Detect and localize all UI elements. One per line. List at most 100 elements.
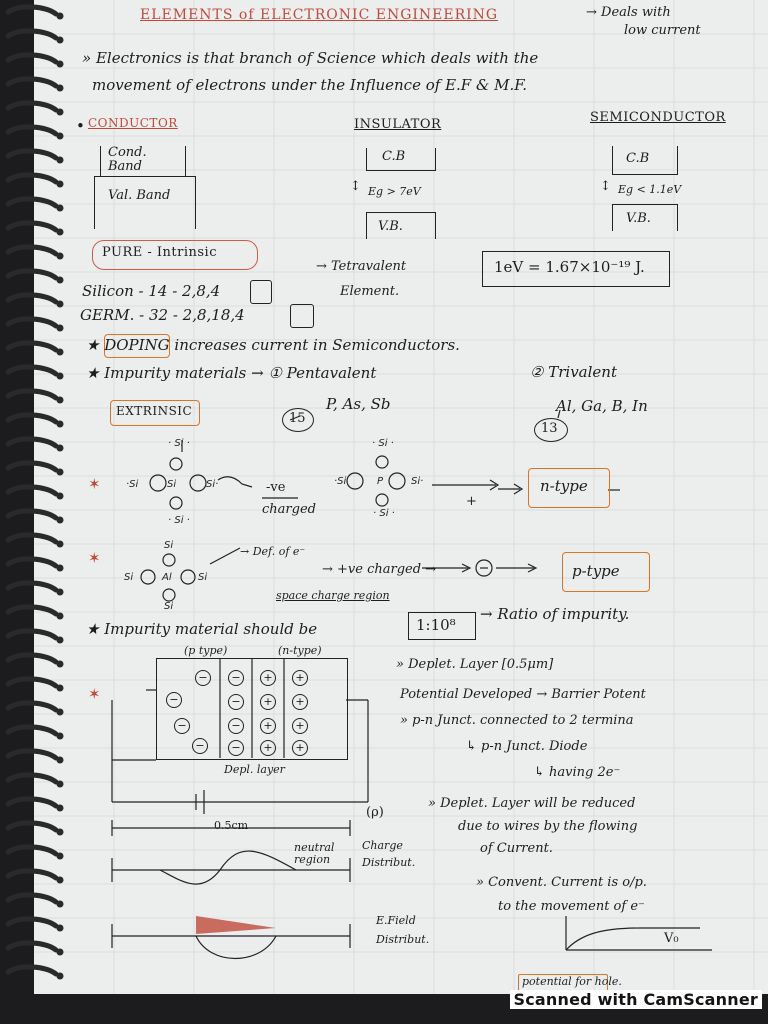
charged-label: charged <box>262 502 316 517</box>
insulator-arrow: ↕ <box>350 179 361 194</box>
germanium-valence-box <box>290 304 314 328</box>
spiral-hole <box>56 924 64 932</box>
spiral-hole <box>56 756 64 764</box>
spiral-hole <box>56 876 64 884</box>
note-conventional: » Convent. Current is o/p. <box>476 875 647 890</box>
spiral-hole <box>56 780 64 788</box>
spiral-hole <box>56 36 64 44</box>
spiral-ring <box>5 532 59 545</box>
spiral-ring <box>5 508 59 521</box>
note-pn-3: ↳ having 2e⁻ <box>534 765 621 780</box>
cond-band-label: Cond. Band <box>108 145 147 175</box>
spiral-hole <box>56 516 64 524</box>
space-charge-label: space charge region <box>276 589 390 602</box>
spiral-ring <box>5 820 59 833</box>
svg-text:· Si ·: · Si · <box>168 438 190 449</box>
trivalent-label: ② Trivalent <box>530 363 617 381</box>
note-potential: Potential Developed → Barrier Potent <box>400 687 646 702</box>
spiral-ring <box>5 220 59 233</box>
svg-text:·Si: ·Si <box>334 476 347 487</box>
spiral-ring <box>5 772 59 785</box>
ratio-line: ★ Impurity material should be <box>86 620 318 638</box>
depletion-layer-label: Depl. layer <box>224 763 285 776</box>
semi-vb-label: V.B. <box>626 211 651 226</box>
star-2: ✶ <box>88 549 101 567</box>
spiral-hole <box>56 972 64 980</box>
svg-text:·Si: ·Si <box>126 479 139 490</box>
silicon-config: Silicon - 14 - 2,8,4 <box>82 282 221 300</box>
spiral-hole <box>56 684 64 692</box>
spiral-hole <box>56 444 64 452</box>
potential-hole-label: potential for hole. <box>522 975 622 988</box>
doping-box <box>104 334 170 358</box>
note-reduced-2: due to wires by the flowing <box>458 819 638 834</box>
spiral-ring <box>5 340 59 353</box>
spiral-ring <box>5 460 59 473</box>
p-type-box <box>562 552 650 592</box>
spiral-hole <box>56 708 64 716</box>
note-conventional-2: to the movement of e⁻ <box>498 899 645 914</box>
bullet-dot: • <box>76 117 85 135</box>
spiral-hole <box>56 660 64 668</box>
neg-label: -ve <box>266 480 286 495</box>
note-depletion: » Deplet. Layer [0.5μm] <box>396 657 554 672</box>
tetravalent-label-2: Element. <box>340 284 400 299</box>
n-type-region-label: (n-type) <box>278 644 322 657</box>
spiral-hole <box>56 276 64 284</box>
spiral-ring <box>5 268 59 281</box>
spiral-ring <box>5 316 59 329</box>
title-note-2: low current <box>624 23 701 38</box>
tetravalent-label: → Tetravalent <box>316 259 407 274</box>
semiconductor-heading: SEMICONDUCTOR <box>590 110 726 125</box>
insulator-cb-box <box>366 148 436 171</box>
note-pn: » p-n Junct. connected to 2 termina <box>400 713 634 728</box>
val-band-label: Val. Band <box>108 188 171 203</box>
spiral-hole <box>56 348 64 356</box>
conductor-heading: CONDUCTOR <box>88 116 178 130</box>
semi-arrow: ↕ <box>600 179 611 194</box>
spiral-ring <box>5 700 59 713</box>
spiral-ring <box>5 628 59 641</box>
spiral-hole <box>56 156 64 164</box>
germanium-config: GERM. - 32 - 2,8,18,4 <box>80 306 245 324</box>
spiral-ring <box>5 412 59 425</box>
svg-text:Si: Si <box>164 540 173 551</box>
spiral-hole <box>56 852 64 860</box>
spiral-hole <box>56 108 64 116</box>
spiral-hole <box>56 420 64 428</box>
spiral-ring <box>5 4 59 17</box>
svg-text:Si: Si <box>124 572 133 583</box>
star-1: ✶ <box>88 475 101 493</box>
spiral-ring <box>5 28 59 41</box>
n-type-label: n-type <box>540 477 588 495</box>
ev-conversion: 1eV = 1.67×10⁻¹⁹ J. <box>494 258 645 276</box>
spiral-hole <box>56 948 64 956</box>
spiral-hole <box>56 492 64 500</box>
p-type-region-label: (p type) <box>184 644 228 657</box>
spiral-hole <box>56 60 64 68</box>
spiral-ring <box>5 292 59 305</box>
spiral-ring <box>5 892 59 905</box>
spiral-ring <box>5 604 59 617</box>
spiral-hole <box>56 804 64 812</box>
spiral-hole <box>56 588 64 596</box>
semi-vb-box <box>612 204 678 231</box>
ratio-box <box>408 612 476 640</box>
svg-text:Si: Si <box>198 572 207 583</box>
n15-label: 15 <box>289 411 306 426</box>
spiral-hole <box>56 564 64 572</box>
spiral-ring <box>5 724 59 737</box>
spiral-ring <box>5 868 59 881</box>
pure-heading-box <box>92 240 258 270</box>
doping-line: ★ DOPING increases current in Semiconduc… <box>86 336 460 354</box>
spiral-ring <box>5 748 59 761</box>
insulator-heading: INSULATOR <box>354 117 442 132</box>
charge-distribution-label: Charge Distribut. <box>362 839 416 869</box>
spiral-ring <box>5 124 59 137</box>
spiral-hole <box>56 612 64 620</box>
spiral-ring <box>5 940 59 953</box>
svg-text:P: P <box>377 476 384 487</box>
spiral-ring <box>5 556 59 569</box>
